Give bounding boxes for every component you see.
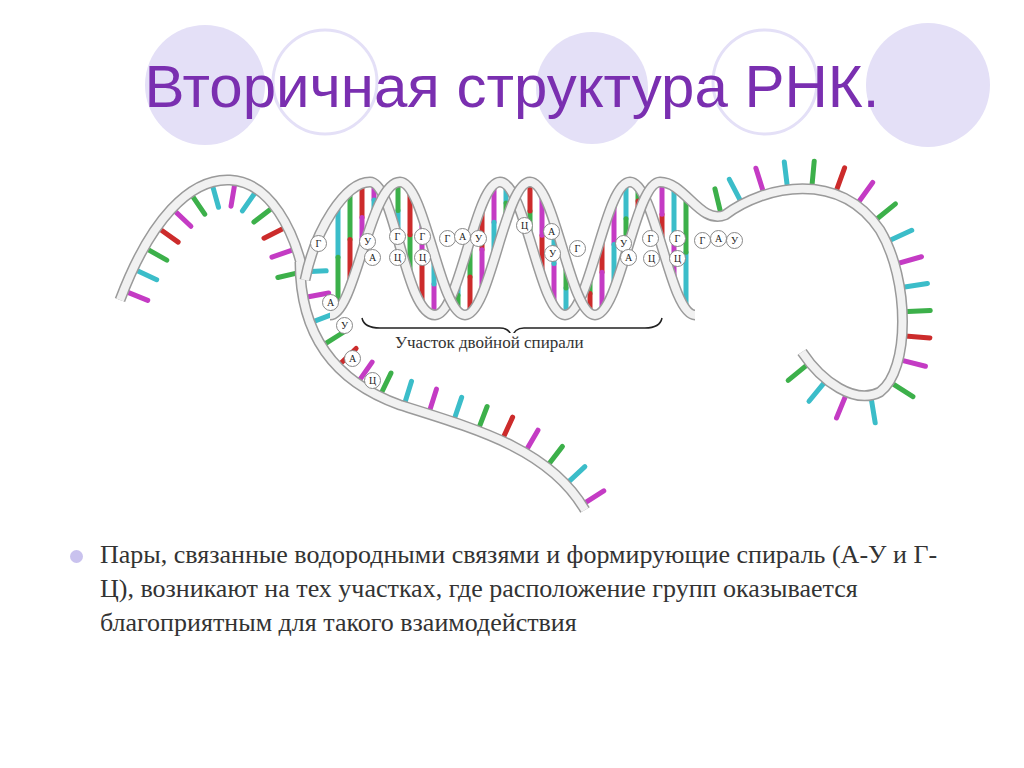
ribbons bbox=[120, 180, 903, 510]
ribbon bbox=[330, 182, 903, 396]
nucleotide-letter: Г bbox=[414, 228, 431, 245]
nucleotide-letter: У bbox=[359, 233, 376, 250]
nucleotide-letter: Г bbox=[389, 228, 406, 245]
nucleotide-letter: А bbox=[322, 294, 339, 311]
nucleotide-letter: А bbox=[364, 249, 381, 266]
nucleotide-letter: Г bbox=[669, 230, 686, 247]
nucleotide-letter: У bbox=[726, 232, 743, 249]
bullet-text: Пары, связанные водородными связями и фо… bbox=[100, 538, 960, 640]
nucleotide-letter: Г bbox=[642, 230, 659, 247]
nucleotide-letter: Г bbox=[310, 235, 327, 252]
bullet-dot bbox=[70, 550, 83, 563]
region-label: Участок двойной спирали bbox=[392, 333, 587, 353]
nucleotide-letter: А bbox=[620, 249, 637, 266]
nucleotide-letter: Ц bbox=[364, 372, 381, 389]
nucleotide-letter: А bbox=[710, 230, 727, 247]
nucleotide-letter: У bbox=[336, 317, 353, 334]
decor-circle bbox=[866, 23, 990, 147]
nucleotide-letter: Ц bbox=[414, 249, 431, 266]
nucleotide-letter: А bbox=[454, 228, 471, 245]
ribbon bbox=[330, 182, 903, 396]
nucleotide-letter: Г bbox=[694, 232, 711, 249]
ribbon bbox=[120, 180, 305, 300]
nucleotide-letter: Ц bbox=[643, 250, 660, 267]
nucleotide-letter: А bbox=[543, 223, 560, 240]
nucleotide-letter: Ц bbox=[669, 250, 686, 267]
nucleotide-letter: У bbox=[470, 230, 487, 247]
nucleotide-letter: Ц bbox=[389, 249, 406, 266]
nucleotide-letter: Ц bbox=[516, 217, 533, 234]
nucleotide-letter: Г bbox=[569, 240, 586, 257]
nucleotide-letter: А bbox=[344, 350, 361, 367]
nucleotide-letter: У bbox=[544, 245, 561, 262]
ribbon bbox=[120, 180, 305, 300]
slide-title: Вторичная структура РНК. bbox=[0, 52, 1024, 121]
